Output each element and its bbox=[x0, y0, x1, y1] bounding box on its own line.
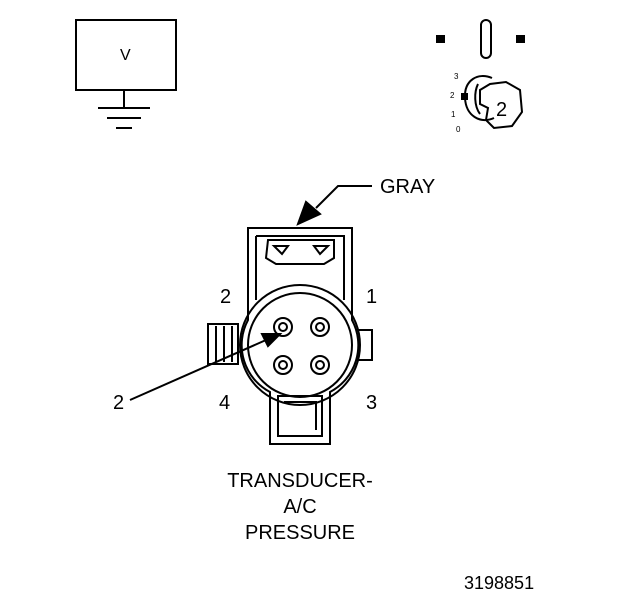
connector-shell-inner bbox=[255, 235, 345, 300]
wire-leader-arrowhead bbox=[296, 200, 322, 226]
component-title: TRANSDUCER- A/C PRESSURE bbox=[180, 468, 420, 546]
wire-color-label: GRAY bbox=[380, 176, 436, 198]
cavity-1-pin bbox=[315, 322, 325, 332]
connector-shell bbox=[240, 227, 360, 445]
cavity-3 bbox=[310, 355, 330, 375]
left-terminal-icon bbox=[436, 35, 445, 43]
selector-position-0: 0 bbox=[456, 125, 461, 134]
voltmeter-label: V bbox=[120, 47, 131, 64]
cavity-3-pin bbox=[315, 360, 325, 370]
probe-line bbox=[129, 339, 267, 401]
connector-face-inner bbox=[247, 292, 353, 398]
selector-position-2: 2 bbox=[450, 91, 455, 100]
probe-label: 2 bbox=[113, 392, 125, 414]
key-knob-icon bbox=[479, 80, 524, 130]
selector-pointer-icon bbox=[461, 93, 468, 100]
selector-position-1: 1 bbox=[451, 110, 456, 119]
connector-body bbox=[207, 227, 373, 445]
right-terminal-icon bbox=[516, 35, 525, 43]
cavity-4-pin bbox=[278, 360, 288, 370]
latch-top bbox=[264, 239, 335, 265]
component-title-line-2: A/C bbox=[283, 496, 317, 518]
cavity-label-1: 1 bbox=[366, 286, 378, 308]
connector-face-outer bbox=[239, 284, 361, 406]
selector-icon bbox=[436, 19, 525, 130]
cavity-label-3: 3 bbox=[366, 392, 378, 414]
cavity-label-4: 4 bbox=[219, 392, 231, 414]
lock-tab-left bbox=[207, 323, 239, 365]
component-title-line-3: PRESSURE bbox=[244, 522, 356, 544]
cavity-2 bbox=[273, 317, 293, 337]
voltmeter-symbol bbox=[75, 19, 177, 129]
selector-current-value: 2 bbox=[496, 99, 508, 121]
selector-position-3: 3 bbox=[454, 72, 459, 81]
voltmeter-box bbox=[75, 19, 177, 91]
probe-arrow bbox=[129, 333, 283, 401]
cavity-label-2: 2 bbox=[220, 286, 232, 308]
wire-leader bbox=[296, 185, 372, 226]
component-title-line-1: TRANSDUCER- bbox=[227, 470, 373, 492]
side-notch-right bbox=[356, 329, 373, 361]
figure-id: 3198851 bbox=[464, 573, 535, 593]
wire-leader-line bbox=[315, 185, 372, 209]
cavity-4 bbox=[273, 355, 293, 375]
cavity-2-pin bbox=[278, 322, 288, 332]
cavity-1 bbox=[310, 317, 330, 337]
probe-arrowhead bbox=[260, 333, 283, 348]
key-slot-icon bbox=[480, 19, 492, 59]
